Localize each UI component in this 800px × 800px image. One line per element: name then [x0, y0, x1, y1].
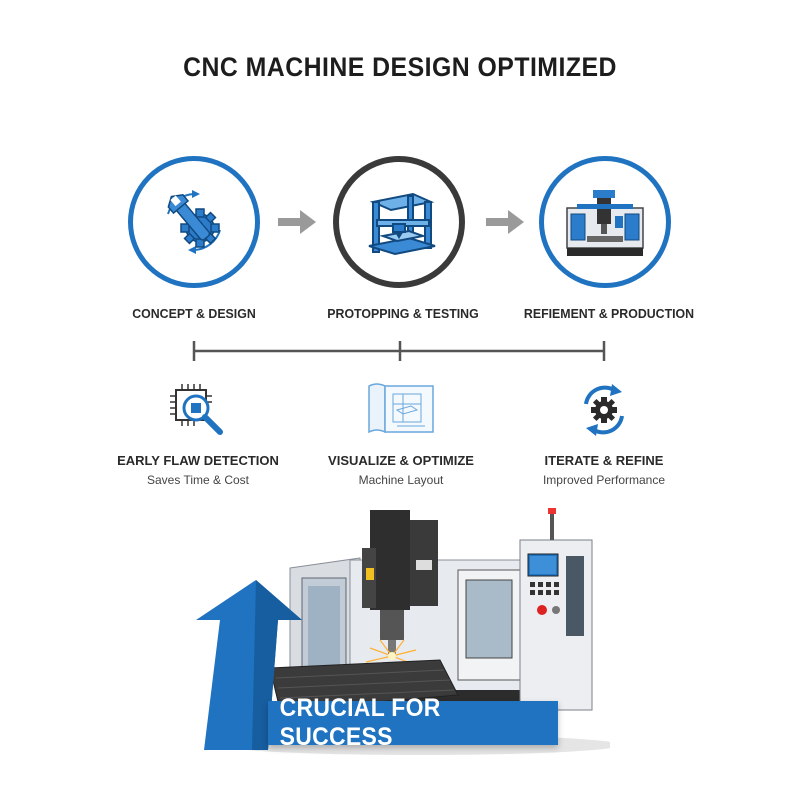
- benefit-visualize-subtitle: Machine Layout: [358, 473, 444, 487]
- stage-production-circle: [539, 156, 671, 288]
- benefit-iterate-title: ITERATE & REFINE: [544, 453, 664, 468]
- success-banner: CRUCIAL FOR SUCCESS: [268, 694, 558, 751]
- arrow-right-icon: [278, 210, 316, 234]
- stage-production-label: REFIEMENT & PRODUCTION: [523, 306, 695, 321]
- benefit-early-flaw-title: EARLY FLAW DETECTION: [117, 453, 279, 468]
- arrow-right-icon: [486, 210, 524, 234]
- benefit-early-flaw-subtitle: Saves Time & Cost: [146, 473, 250, 487]
- timeline-bar: [192, 341, 606, 361]
- cnc-machine-illustration: [196, 508, 610, 755]
- blueprint-icon: [368, 383, 434, 434]
- stage-prototyping-circle: [333, 156, 465, 288]
- gear-wrench-icon: [167, 190, 221, 254]
- benefit-iterate-subtitle: Improved Performance: [542, 473, 666, 487]
- benefit-visualize-title: VISUALIZE & OPTIMIZE: [328, 453, 474, 468]
- cnc-machine-icon: [566, 190, 644, 256]
- success-banner-text: CRUCIAL FOR SUCCESS: [279, 694, 441, 751]
- stage-prototyping-label: PROTOPPING & TESTING: [327, 306, 479, 321]
- cycle-gear-icon: [584, 384, 624, 436]
- magnifier-chip-icon: [170, 384, 223, 435]
- page-title: CNC MACHINE DESIGN OPTIMIZED: [183, 52, 617, 82]
- stage-concept-label: CONCEPT & DESIGN: [132, 306, 256, 321]
- stage-concept-circle: [128, 156, 260, 288]
- 3d-printer-prototype-icon: [368, 192, 436, 256]
